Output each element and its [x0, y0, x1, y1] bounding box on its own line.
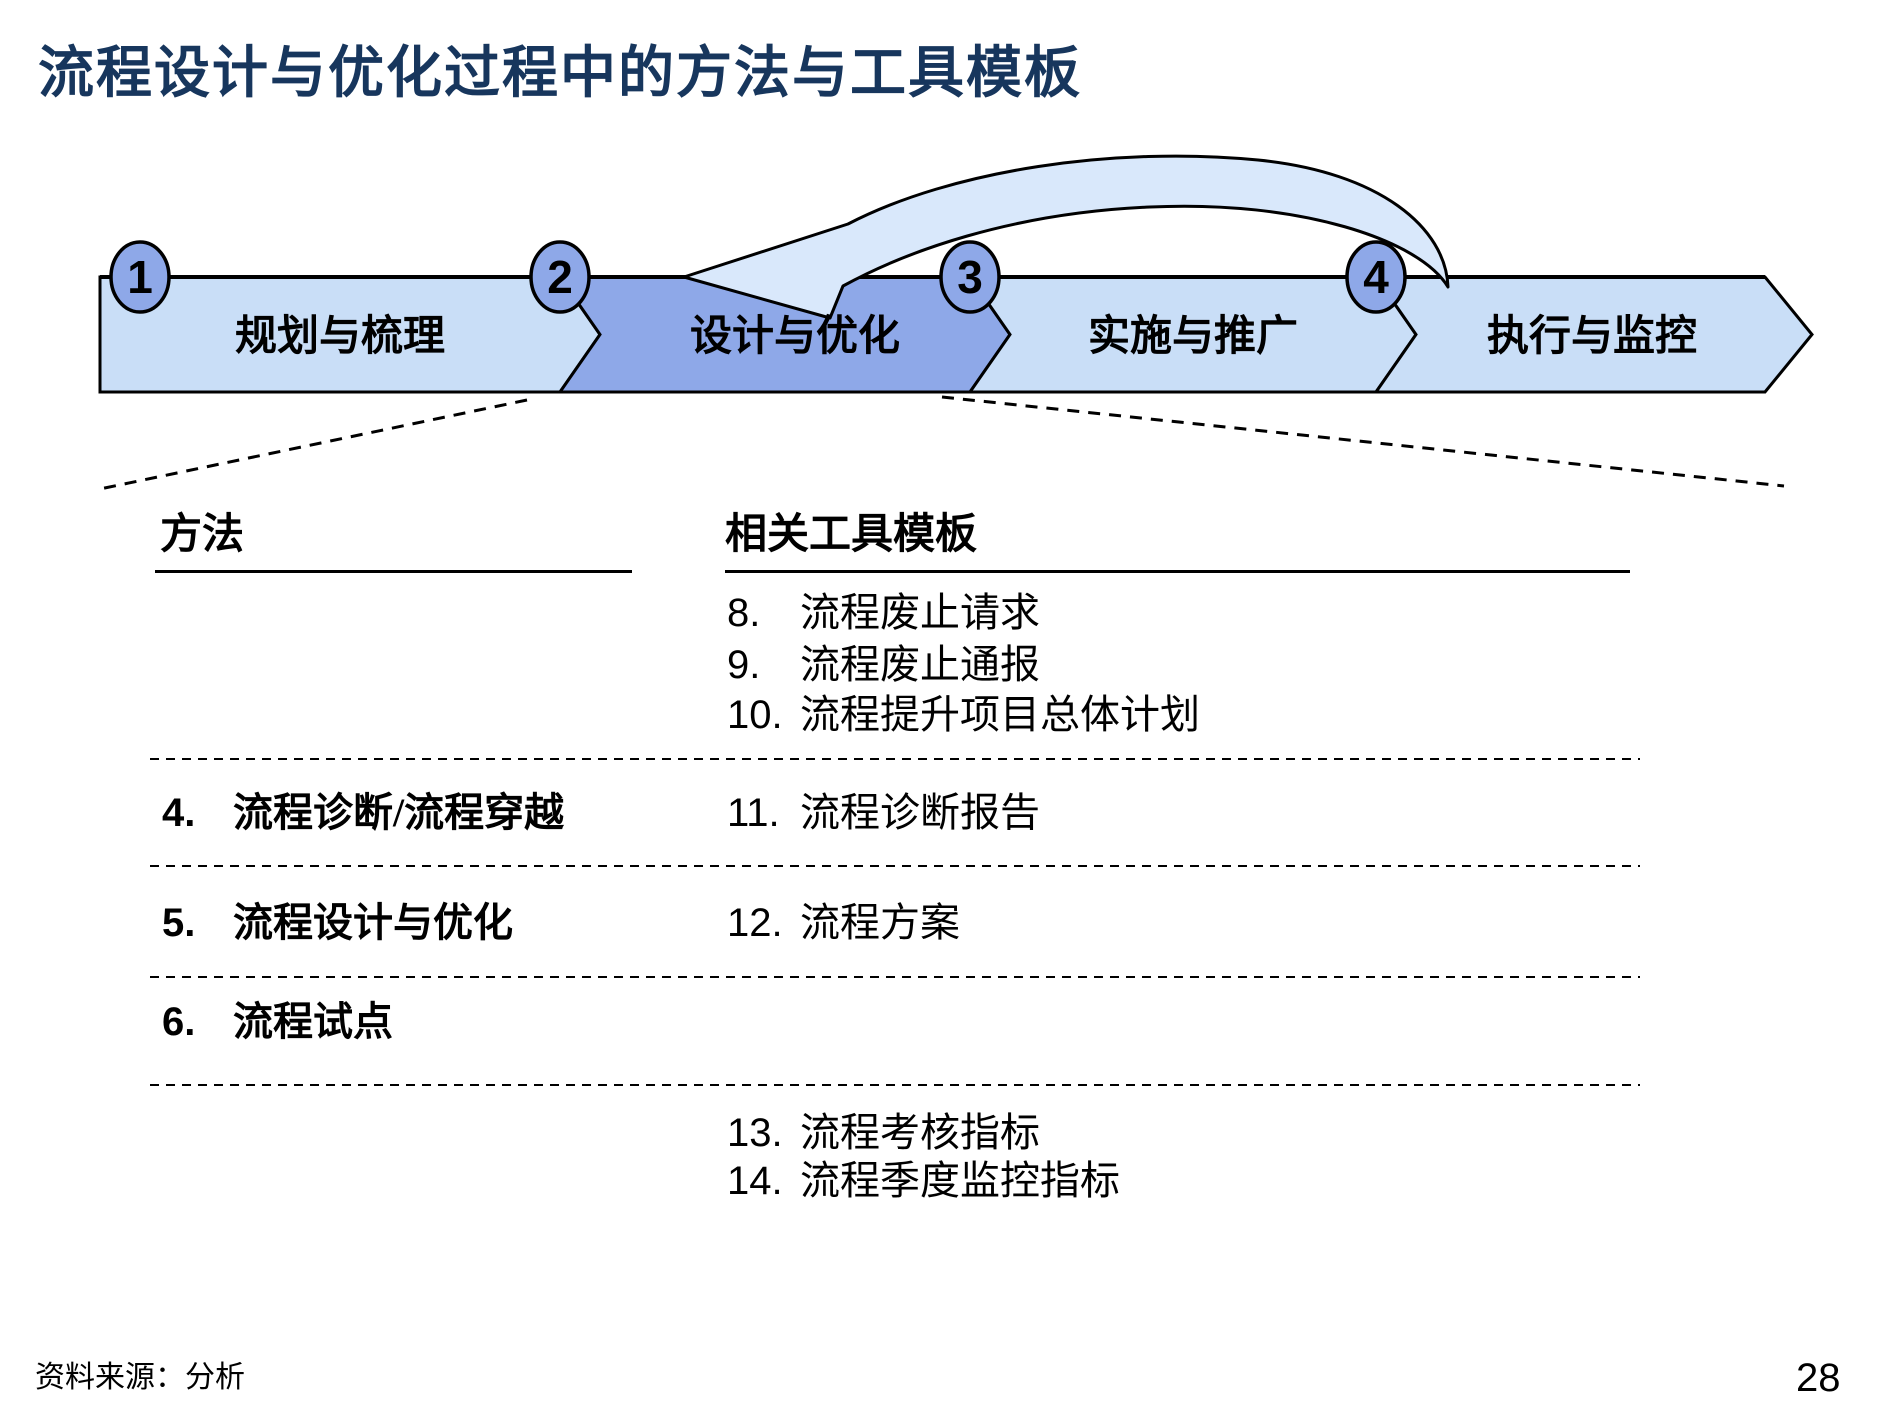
stage-circle-1: 1: [109, 240, 171, 314]
list-item: 9. 流程废止通报: [727, 642, 1040, 688]
list-item: 14. 流程季度监控指标: [727, 1158, 1120, 1204]
methods-column-header: 方法: [160, 512, 245, 558]
stage-number-2: 2: [547, 251, 573, 303]
stage-number-4: 4: [1363, 251, 1389, 303]
stage-shape-2: [557, 275, 1012, 394]
dashed-separator: [150, 758, 1640, 760]
list-item: 6. 流程试点: [162, 999, 393, 1045]
item-text: 流程提升项目总体计划: [800, 692, 1200, 737]
list-item: 5. 流程设计与优化: [162, 900, 513, 946]
list-item: 12. 流程方案: [727, 900, 960, 946]
stage-shape-3: [967, 275, 1418, 394]
templates-column-header: 相关工具模板: [725, 512, 978, 558]
stage-circle-3: 3: [939, 240, 1001, 314]
list-item: 11. 流程诊断报告: [727, 790, 1040, 836]
stage-label-2: 设计与优化: [690, 313, 900, 360]
list-item: 8. 流程废止请求: [727, 590, 1040, 636]
guide-line-right: [941, 395, 1785, 488]
item-number: 12.: [727, 901, 783, 945]
templates-header-underline: [725, 570, 1630, 573]
stage-shape-4: [1373, 275, 1814, 394]
slide-title: 流程设计与优化过程中的方法与工具模板: [38, 43, 1082, 105]
list-item: 10. 流程提升项目总体计划: [727, 692, 1200, 738]
item-number: 5.: [162, 901, 196, 945]
item-text: 流程诊断报告: [800, 790, 1040, 835]
dashed-separator: [150, 865, 1640, 867]
item-number: 11.: [727, 791, 780, 835]
dashed-separator: [150, 976, 1640, 978]
loop-back-arrow: [682, 154, 1450, 320]
item-number: 10.: [727, 693, 783, 737]
item-text: 流程废止请求: [800, 590, 1040, 635]
item-number: 8.: [727, 591, 761, 635]
item-text: 流程诊断/流程穿越: [233, 790, 565, 835]
list-item: 4. 流程诊断/流程穿越: [162, 790, 564, 836]
stage-number-1: 1: [127, 251, 153, 303]
item-number: 4.: [162, 791, 196, 835]
item-text: 流程考核指标: [800, 1110, 1040, 1155]
stage-label-1: 规划与梳理: [235, 313, 445, 360]
item-text: 流程方案: [800, 900, 960, 945]
item-text: 流程废止通报: [800, 642, 1040, 687]
stage-label-4: 执行与监控: [1487, 313, 1697, 360]
item-number: 9.: [727, 643, 761, 687]
stage-number-3: 3: [957, 251, 983, 303]
dashed-separator: [150, 1084, 1640, 1086]
item-text: 流程季度监控指标: [800, 1158, 1120, 1203]
item-number: 13.: [727, 1111, 783, 1155]
stage-shape-1: [98, 275, 602, 394]
source-note: 资料来源：分析: [35, 1361, 245, 1394]
list-item: 13. 流程考核指标: [727, 1110, 1040, 1156]
item-number: 14.: [727, 1159, 783, 1203]
item-text: 流程设计与优化: [233, 900, 513, 945]
item-text: 流程试点: [233, 999, 393, 1044]
stage-circle-4: 4: [1345, 240, 1407, 314]
guide-line-left: [99, 398, 528, 491]
stage-circle-2: 2: [529, 240, 591, 314]
methods-header-underline: [155, 570, 632, 573]
stage-label-3: 实施与推广: [1088, 313, 1298, 360]
page-number: 28: [1796, 1356, 1841, 1400]
item-number: 6.: [162, 1000, 196, 1044]
